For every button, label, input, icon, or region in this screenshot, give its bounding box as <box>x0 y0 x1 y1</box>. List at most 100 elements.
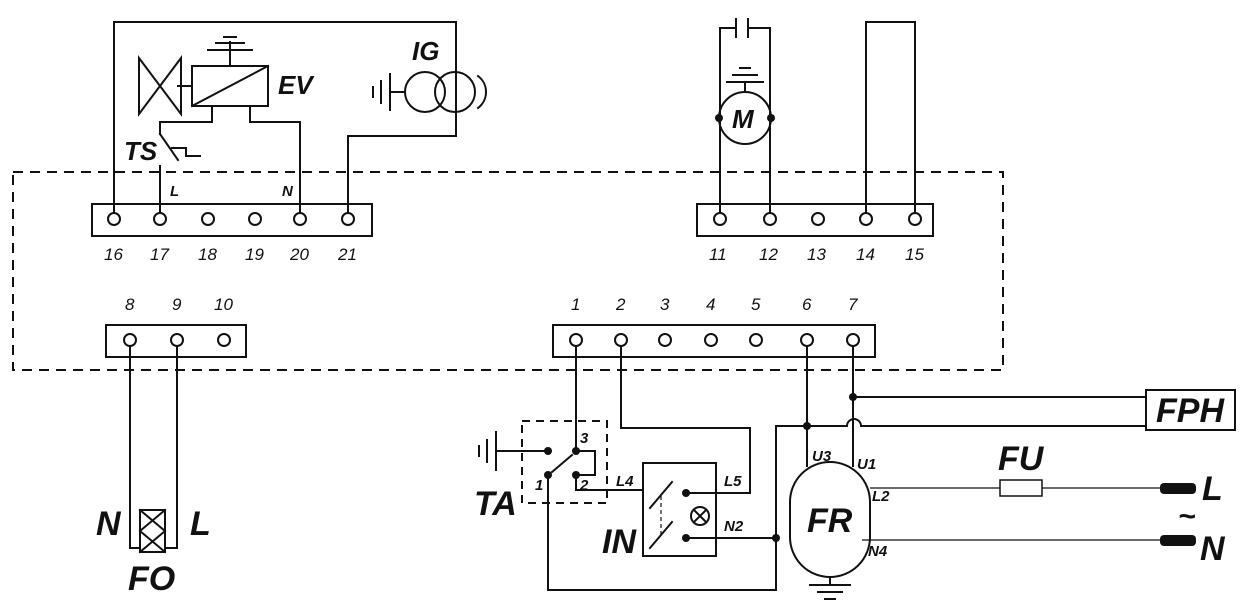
terminal-2 <box>614 333 628 347</box>
ts-label: TS <box>124 136 158 166</box>
fo-label: FO <box>128 560 175 598</box>
valve-icon <box>138 55 182 117</box>
ev-earth-icon <box>207 36 253 51</box>
terminal-label-15: 15 <box>905 245 924 264</box>
terminal-label-4: 4 <box>706 295 715 314</box>
terminal-6 <box>800 333 814 347</box>
terminal-10 <box>217 333 231 347</box>
terminal-label-17: 17 <box>150 245 169 264</box>
terminal-label-13: 13 <box>807 245 826 264</box>
fr-l2-label: L2 <box>872 488 890 505</box>
room-thermostat <box>478 345 777 591</box>
terminal-label-12: 12 <box>759 245 778 264</box>
terminal-8 <box>123 333 137 347</box>
terminal-7 <box>846 333 860 347</box>
terminal-11 <box>713 212 727 226</box>
fo-n-label: N <box>96 505 122 543</box>
terminal-13 <box>811 212 825 226</box>
terminal-21 <box>341 212 355 226</box>
ig-earth-icon <box>372 73 391 111</box>
wire-8 <box>129 345 141 549</box>
terminal-label-5: 5 <box>751 295 761 314</box>
fr-label: FR <box>807 502 853 540</box>
fr-n4-label: N4 <box>868 543 888 560</box>
wire-16 <box>113 21 457 214</box>
fuse-icon <box>999 479 1043 497</box>
terminal-14 <box>859 212 873 226</box>
supply-n-label: N <box>1200 530 1226 568</box>
ta-3-label: 3 <box>580 430 589 447</box>
fph-label: FPH <box>1156 392 1225 430</box>
ev-label: EV <box>278 70 315 100</box>
motor <box>715 18 775 214</box>
terminal-label-16: 16 <box>104 245 123 264</box>
terminal-label-19: 19 <box>245 245 264 264</box>
terminal-label-2: 2 <box>615 295 626 314</box>
terminal-label-14: 14 <box>856 245 875 264</box>
terminal-strip-16-21 <box>91 203 373 237</box>
ignition-transformer <box>372 71 487 113</box>
fph-box <box>1145 389 1236 431</box>
terminal-label-20: 20 <box>289 245 309 264</box>
motor-label: M <box>732 104 755 134</box>
terminal-18 <box>201 212 215 226</box>
ta-label: TA <box>474 485 517 523</box>
fuse-relay <box>789 461 871 600</box>
terminal-17 <box>153 212 167 226</box>
terminal-3 <box>658 333 672 347</box>
fr-u1-label: U1 <box>857 456 876 473</box>
flame-sensor <box>138 508 167 554</box>
solenoid-valve <box>138 36 301 214</box>
terminal-label-1: 1 <box>571 295 580 314</box>
terminal-15 <box>908 212 922 226</box>
terminal-label-7: 7 <box>848 295 858 314</box>
terminal-label-8: 8 <box>125 295 135 314</box>
wire-9 <box>164 345 178 549</box>
terminal-strip-11-15 <box>696 203 934 237</box>
l-top-label: L <box>170 183 179 200</box>
fu-label: FU <box>998 440 1045 478</box>
in-label: IN <box>602 523 637 561</box>
in-l4-label: L4 <box>616 473 634 490</box>
ac-symbol: ~ <box>1178 500 1196 533</box>
supply-l-plug <box>1160 483 1196 494</box>
ta-2-label: 2 <box>579 477 589 494</box>
terminal-9 <box>170 333 184 347</box>
room-thermostat-outline <box>521 420 608 504</box>
ta-earth-icon <box>478 431 497 471</box>
n-top-label: N <box>282 183 294 200</box>
in-n2-label: N2 <box>724 518 744 535</box>
fo-l-label: L <box>190 505 211 543</box>
motor-earth-icon <box>726 67 764 83</box>
thermostat-switch <box>158 121 201 214</box>
terminal-label-6: 6 <box>802 295 812 314</box>
fr-u3-label: U3 <box>812 448 832 465</box>
indicator-lamp-icon <box>690 506 710 526</box>
terminal-4 <box>704 333 718 347</box>
control-unit-outline <box>12 171 1004 371</box>
terminal-label-21: 21 <box>337 245 357 264</box>
fr-earth-icon <box>809 584 851 600</box>
supply-n-plug <box>1160 535 1196 546</box>
terminal-label-10: 10 <box>214 295 233 314</box>
supply-l-label: L <box>1202 470 1223 508</box>
capacitor-icon <box>735 18 749 38</box>
terminal-label-18: 18 <box>198 245 217 264</box>
terminal-1 <box>569 333 583 347</box>
terminal-5 <box>749 333 763 347</box>
terminal-strip-1-7 <box>552 324 876 358</box>
terminal-label-9: 9 <box>172 295 182 314</box>
terminal-12 <box>763 212 777 226</box>
terminal-20 <box>293 212 307 226</box>
wire-7-fph <box>852 345 1147 398</box>
wire-14-15 <box>865 21 916 214</box>
main-switch <box>620 345 777 557</box>
terminal-label-11: 11 <box>709 245 727 264</box>
terminal-16 <box>107 212 121 226</box>
ig-label: IG <box>412 36 439 66</box>
terminal-label-3: 3 <box>660 295 670 314</box>
in-l5-label: L5 <box>724 473 742 490</box>
terminal-19 <box>248 212 262 226</box>
ta-1-label: 1 <box>535 477 543 494</box>
